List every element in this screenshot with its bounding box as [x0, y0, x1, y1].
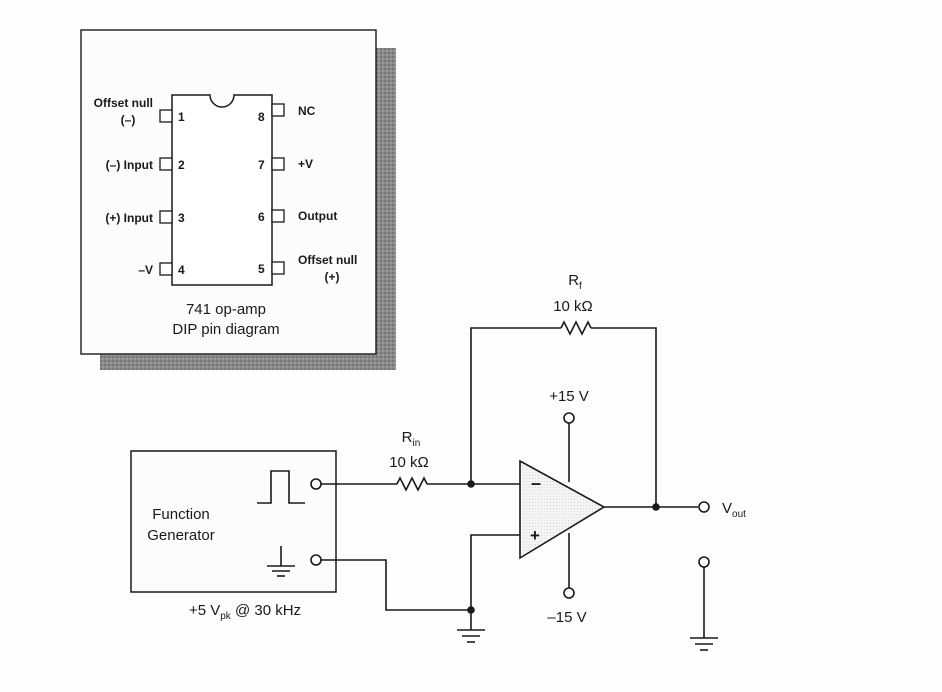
- pin-1-label: Offset null: [94, 96, 153, 110]
- positive-supply-label: +15 V: [549, 388, 589, 405]
- wire-feedback-right: [591, 327, 657, 507]
- pin-8-number: 8: [258, 110, 265, 124]
- pin-5-number: 5: [258, 262, 265, 276]
- rf-resistor: [560, 320, 592, 336]
- pin-1-label-sub: (–): [121, 113, 136, 127]
- function-generator-label-line2: Generator: [147, 527, 215, 544]
- vout-label: Vout: [722, 500, 746, 520]
- vout-terminal: [698, 501, 710, 513]
- dip-chip-body: [171, 94, 273, 286]
- opamp-inverting-sign: –: [531, 473, 541, 493]
- internal-ground-icon: [267, 546, 295, 577]
- pin-4-number: 4: [178, 263, 185, 277]
- pin-3-label: (+) Input: [105, 211, 153, 225]
- pin-5-pad: [271, 261, 285, 275]
- pin-2-number: 2: [178, 158, 185, 172]
- pulse-waveform-icon: [257, 470, 305, 504]
- rin-value: 10 kΩ: [389, 454, 429, 471]
- rin-resistor: [396, 476, 428, 492]
- pin-2-label: (–) Input: [106, 158, 153, 172]
- pin-6-number: 6: [258, 210, 265, 224]
- pin-1-number: 1: [178, 110, 185, 124]
- function-generator-box: [130, 450, 337, 593]
- rin-symbol: Rin: [402, 429, 421, 449]
- pin-7-label: +V: [298, 157, 313, 171]
- pin-diagram-caption-line2: DIP pin diagram: [172, 321, 279, 338]
- negative-supply-label: –15 V: [547, 609, 586, 626]
- junction-ground-node: [467, 606, 475, 614]
- junction-output-node: [652, 503, 660, 511]
- pin-diagram-caption-line1: 741 op-amp: [186, 301, 266, 318]
- pin-3-number: 3: [178, 211, 185, 225]
- signal-output-terminal: [310, 478, 322, 490]
- pin-4-label: –V: [138, 263, 153, 277]
- pin-6-label: Output: [298, 209, 337, 223]
- pin-4-pad: [159, 262, 173, 276]
- opamp-symbol: [519, 459, 606, 560]
- negative-supply-terminal: [563, 587, 575, 599]
- circuit-ground-icon: [457, 629, 485, 643]
- rf-symbol: Rf: [568, 272, 582, 292]
- function-generator: Function Generator +5 Vpk @ 30 kHz: [130, 450, 337, 622]
- opamp-noninverting-sign: +: [530, 526, 540, 545]
- function-generator-label-line1: Function: [152, 506, 210, 523]
- pin-3-pad: [159, 210, 173, 224]
- pin-5-label-sub: (+): [325, 270, 340, 284]
- ground-output-terminal: [310, 554, 322, 566]
- pin-8-pad: [271, 103, 285, 117]
- positive-supply-terminal: [563, 412, 575, 424]
- pin-2-pad: [159, 157, 173, 171]
- pin-7-pad: [271, 157, 285, 171]
- wire-gen-ground: [321, 559, 471, 611]
- pin-8-label: NC: [298, 104, 316, 118]
- pin-diagram-panel: 1 2 3 4 5 6 7 8 Offset null (–) (–) Inpu…: [80, 29, 396, 370]
- junction-inverting-node: [467, 480, 475, 488]
- wire-noninverting-to-ground: [470, 534, 520, 630]
- pin-5-label: Offset null: [298, 253, 357, 267]
- vout-ground-icon: [690, 556, 718, 651]
- pin-1-pad: [159, 109, 173, 123]
- pin-7-number: 7: [258, 158, 265, 172]
- wire-feedback-left: [470, 327, 561, 484]
- rf-value: 10 kΩ: [553, 298, 593, 315]
- function-generator-spec: +5 Vpk @ 30 kHz: [189, 602, 301, 622]
- pin-6-pad: [271, 209, 285, 223]
